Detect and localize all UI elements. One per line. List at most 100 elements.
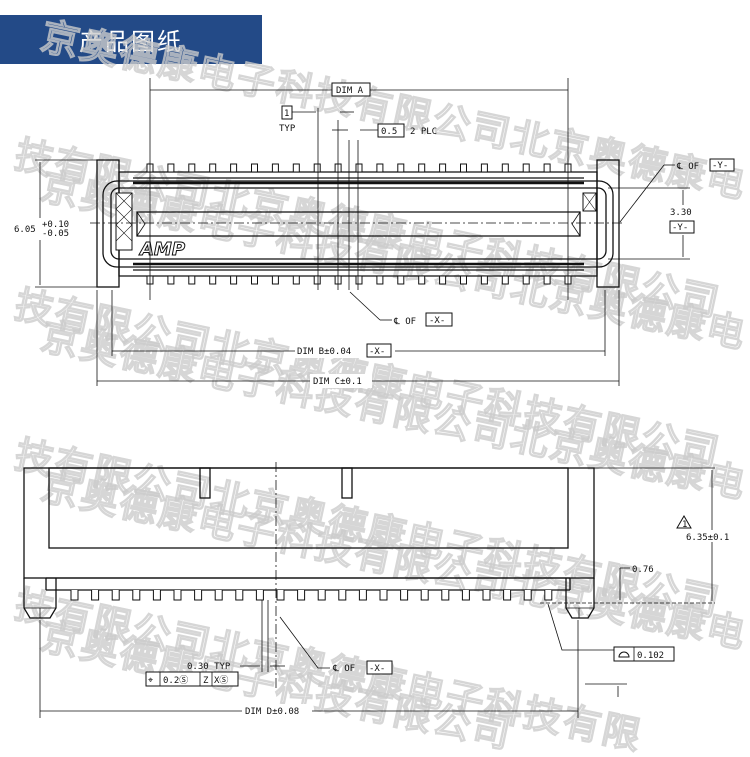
cl-x-label-side: ℄ OF: [332, 664, 355, 674]
watermark-char: 科: [272, 64, 318, 115]
bottom-pin: [271, 275, 279, 285]
height-dim: 6.05: [14, 225, 36, 235]
side-pin: [276, 590, 285, 601]
datum-x-top: -X-: [429, 316, 445, 326]
bottom-pin: [522, 275, 530, 285]
top-pin: [397, 163, 405, 173]
amp-logo: AMP: [138, 239, 185, 260]
spacing-note: 2 PLC: [410, 127, 437, 137]
watermark-char: 奥: [76, 22, 122, 73]
bottom-pin: [251, 275, 258, 285]
position-value: 0.2Ⓢ: [163, 675, 188, 686]
top-pin: [188, 163, 196, 173]
side-pin: [482, 590, 491, 601]
height-tol-minus: -0.05: [42, 229, 69, 239]
bottom-pin: [501, 275, 509, 285]
position-tolerance-frame: [145, 671, 239, 687]
top-view: AMP DIM A 1 TYP 0.5 2 PLC 6.05 +0.10 -0.…: [10, 78, 735, 388]
profile-of-surface-icon: [618, 651, 630, 658]
bottom-pin: [376, 275, 384, 285]
top-pin: [376, 163, 384, 173]
dim-b-label: DIM B±0.04: [297, 347, 351, 357]
top-pin: [522, 163, 530, 173]
position-symbol: ⌖: [148, 676, 153, 686]
datum-x-b: -X-: [369, 347, 385, 357]
side-pin: [111, 590, 120, 601]
bottom-pin: [292, 275, 300, 285]
watermark-char: 康: [663, 147, 709, 198]
bottom-pin: [460, 275, 467, 285]
side-pin: [255, 590, 264, 601]
top-pin: [251, 163, 258, 173]
spacing-box: 0.5: [381, 127, 397, 137]
cl-y-label: ℄ OF: [676, 162, 699, 172]
top-pin: [439, 163, 447, 173]
bottom-pin: [480, 275, 488, 285]
bottom-pin: [167, 275, 175, 285]
height-tol-plus: +0.10: [42, 220, 69, 230]
bottom-pin: [439, 275, 447, 285]
side-inner: [48, 467, 569, 549]
dim-a-label: DIM A: [336, 86, 364, 96]
datum-x-ref: XⓈ: [214, 675, 228, 686]
watermark-char: 限: [598, 707, 644, 757]
top-pin: [292, 163, 300, 173]
watermark-char: 京: [37, 14, 83, 65]
watermark-char: 公: [429, 97, 475, 148]
side-pin: [194, 590, 203, 601]
watermark-char: 德: [624, 139, 670, 190]
watermark-char: 有: [559, 699, 605, 750]
pitch-box: 1: [284, 109, 289, 119]
side-pin: [400, 590, 409, 601]
side-pin: [544, 590, 553, 601]
bottom-pin: [313, 275, 321, 285]
bottom-pin: [397, 275, 405, 285]
datum-y-top: -Y-: [712, 161, 728, 171]
side-pin: [70, 590, 79, 601]
watermark-char: 奥: [585, 130, 631, 181]
top-pin: [209, 163, 217, 173]
datum-y: -Y-: [672, 223, 688, 233]
watermark-char: 科: [481, 682, 527, 733]
bottom-pin: [230, 275, 238, 285]
watermark-char: 德: [116, 31, 162, 82]
side-pin: [235, 590, 244, 601]
watermark-char: 康: [155, 39, 201, 90]
top-pin: [313, 163, 321, 173]
side-view: 1 6.35±0.1 0.76 0.102 0.30 TYP ⌖ 0.2Ⓢ Z …: [23, 462, 737, 718]
cavity: [110, 187, 607, 260]
side-pin: [358, 590, 367, 601]
note-flag-icon: [676, 515, 692, 529]
bottom-pin: [188, 275, 196, 285]
side-pin: [441, 590, 450, 601]
side-pin: [317, 590, 326, 601]
side-pins: [70, 590, 553, 601]
watermark-char: 技: [520, 690, 566, 741]
watermark-char: 司: [468, 106, 514, 157]
note-flag: 1: [682, 520, 687, 530]
lead-width-dim: 0.30 TYP: [187, 662, 231, 672]
top-pin: [543, 163, 551, 173]
polarization-key-left: [115, 192, 133, 251]
top-pin: [480, 163, 488, 173]
dim-c-label: DIM C±0.1: [313, 377, 362, 387]
top-pin: [355, 163, 363, 173]
typ-label: TYP: [279, 124, 296, 134]
bottom-pin: [543, 275, 551, 285]
side-pin: [379, 590, 388, 601]
side-pin: [461, 590, 470, 601]
side-pin: [132, 590, 141, 601]
top-pin: [167, 163, 175, 173]
side-pin: [297, 590, 306, 601]
flatness-value: 0.102: [637, 651, 664, 661]
datum-x-side: -X-: [369, 664, 385, 674]
standoff-dim: 0.76: [632, 565, 654, 575]
page-title-banner: 产品图纸: [0, 15, 262, 64]
watermark-char: 北: [507, 114, 553, 165]
inner-width-dim: 3.30: [670, 208, 692, 218]
bottom-pin: [418, 275, 426, 285]
side-pin: [173, 590, 182, 601]
dim-d-label: DIM D±0.08: [245, 707, 299, 717]
